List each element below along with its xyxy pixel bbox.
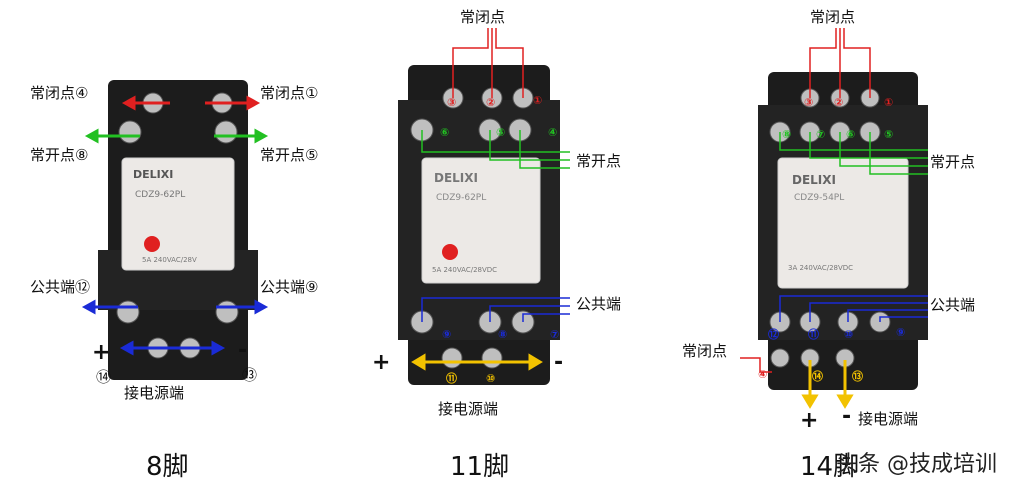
svg-text:⑨: ⑨	[896, 326, 905, 339]
svg-text:CDZ9-54PL: CDZ9-54PL	[794, 193, 844, 203]
relay-11pin-panel: DELIXI CDZ9-62PL 5A 240VAC/28VDC ③ ② ① ⑥	[340, 0, 670, 487]
svg-text:⑨: ⑨	[442, 328, 451, 341]
svg-text:⑩: ⑩	[844, 328, 853, 341]
svg-text:5A 240VAC/28VDC: 5A 240VAC/28VDC	[432, 266, 497, 274]
com-right-label: 公共端⑨	[260, 278, 319, 296]
nc-left-label: 常闭点④	[30, 84, 89, 102]
svg-text:⑫: ⑫	[768, 327, 779, 341]
svg-text:③: ③	[804, 96, 813, 109]
svg-text:3A 240VAC/28VDC: 3A 240VAC/28VDC	[788, 264, 853, 272]
svg-text:⑪: ⑪	[808, 327, 819, 341]
minus-sign: -	[238, 338, 248, 363]
svg-text:⑩: ⑩	[486, 372, 495, 385]
svg-text:⑤: ⑤	[496, 126, 505, 139]
plus-sign-14: +	[800, 408, 819, 433]
power-label-14: 接电源端	[858, 410, 919, 428]
minus-sign-11: -	[554, 350, 564, 375]
svg-text:②: ②	[486, 96, 495, 109]
svg-text:DELIXI: DELIXI	[434, 171, 478, 185]
nc-label-11: 常闭点	[460, 8, 506, 26]
svg-text:CDZ9-62PL: CDZ9-62PL	[436, 193, 486, 203]
svg-text:②: ②	[834, 96, 843, 109]
svg-text:⑦: ⑦	[816, 128, 825, 141]
plus-sign: +	[92, 340, 111, 365]
svg-text:⑬: ⑬	[852, 369, 863, 383]
caption-11pin: 11脚	[450, 452, 510, 482]
svg-text:⑪: ⑪	[446, 371, 457, 385]
svg-text:⑭: ⑭	[812, 369, 823, 383]
svg-text:DELIXI: DELIXI	[792, 173, 836, 187]
svg-text:①: ①	[533, 94, 542, 107]
pin13-label: ⑬	[242, 366, 258, 384]
watermark: 头条 @技成培训	[836, 452, 997, 477]
svg-text:④: ④	[548, 126, 557, 139]
pin14-label: ⑭	[96, 368, 112, 386]
brand-mark: DELIXI	[133, 168, 173, 181]
nc-bottom-label-14: 常闭点	[682, 342, 728, 360]
svg-text:5A 240VAC/28V: 5A 240VAC/28V	[142, 256, 197, 264]
no-label-14: 常开点	[930, 153, 976, 171]
caption-14pin: 14脚	[800, 452, 860, 482]
relay-8pin-photo: DELIXI CDZ9-62PL 5A 240VAC/28V	[81, 80, 269, 380]
nc-top-label-14: 常闭点	[810, 8, 856, 26]
svg-text:⑦: ⑦	[550, 328, 559, 341]
svg-text:③: ③	[447, 96, 456, 109]
svg-text:⑥: ⑥	[440, 126, 449, 139]
no-right-label: 常开点⑤	[260, 146, 319, 164]
nc-right-label: 常闭点①	[260, 84, 319, 102]
relay-14pin-panel: DELIXI CDZ9-54PL 3A 240VAC/28VDC ③ ②	[670, 0, 1035, 487]
caption-8pin: 8脚	[146, 452, 189, 482]
com-label-11: 公共端	[576, 295, 622, 313]
svg-text:⑥: ⑥	[846, 128, 855, 141]
svg-text:④: ④	[758, 368, 767, 381]
relay-11pin-photo: DELIXI CDZ9-62PL 5A 240VAC/28VDC ③ ② ① ⑥	[398, 28, 570, 385]
relay-14pin-photo: DELIXI CDZ9-54PL 3A 240VAC/28VDC ③ ②	[740, 28, 928, 409]
minus-sign-14: -	[842, 404, 852, 429]
power-label: 接电源端	[124, 384, 185, 402]
com-label-14: 公共端	[930, 296, 976, 314]
no-left-label: 常开点⑧	[30, 146, 89, 164]
no-label-11: 常开点	[576, 152, 622, 170]
svg-text:CDZ9-62PL: CDZ9-62PL	[135, 190, 185, 200]
power-label-11: 接电源端	[438, 400, 499, 418]
svg-text:⑧: ⑧	[498, 328, 507, 341]
svg-text:①: ①	[884, 96, 893, 109]
svg-text:⑤: ⑤	[884, 128, 893, 141]
svg-text:⑧: ⑧	[782, 128, 791, 141]
com-left-label: 公共端⑫	[30, 278, 91, 296]
relay-8pin-panel: DELIXI CDZ9-62PL 5A 240VAC/28V 常闭点④ 常闭点①…	[0, 0, 340, 487]
plus-sign-11: +	[372, 350, 391, 375]
